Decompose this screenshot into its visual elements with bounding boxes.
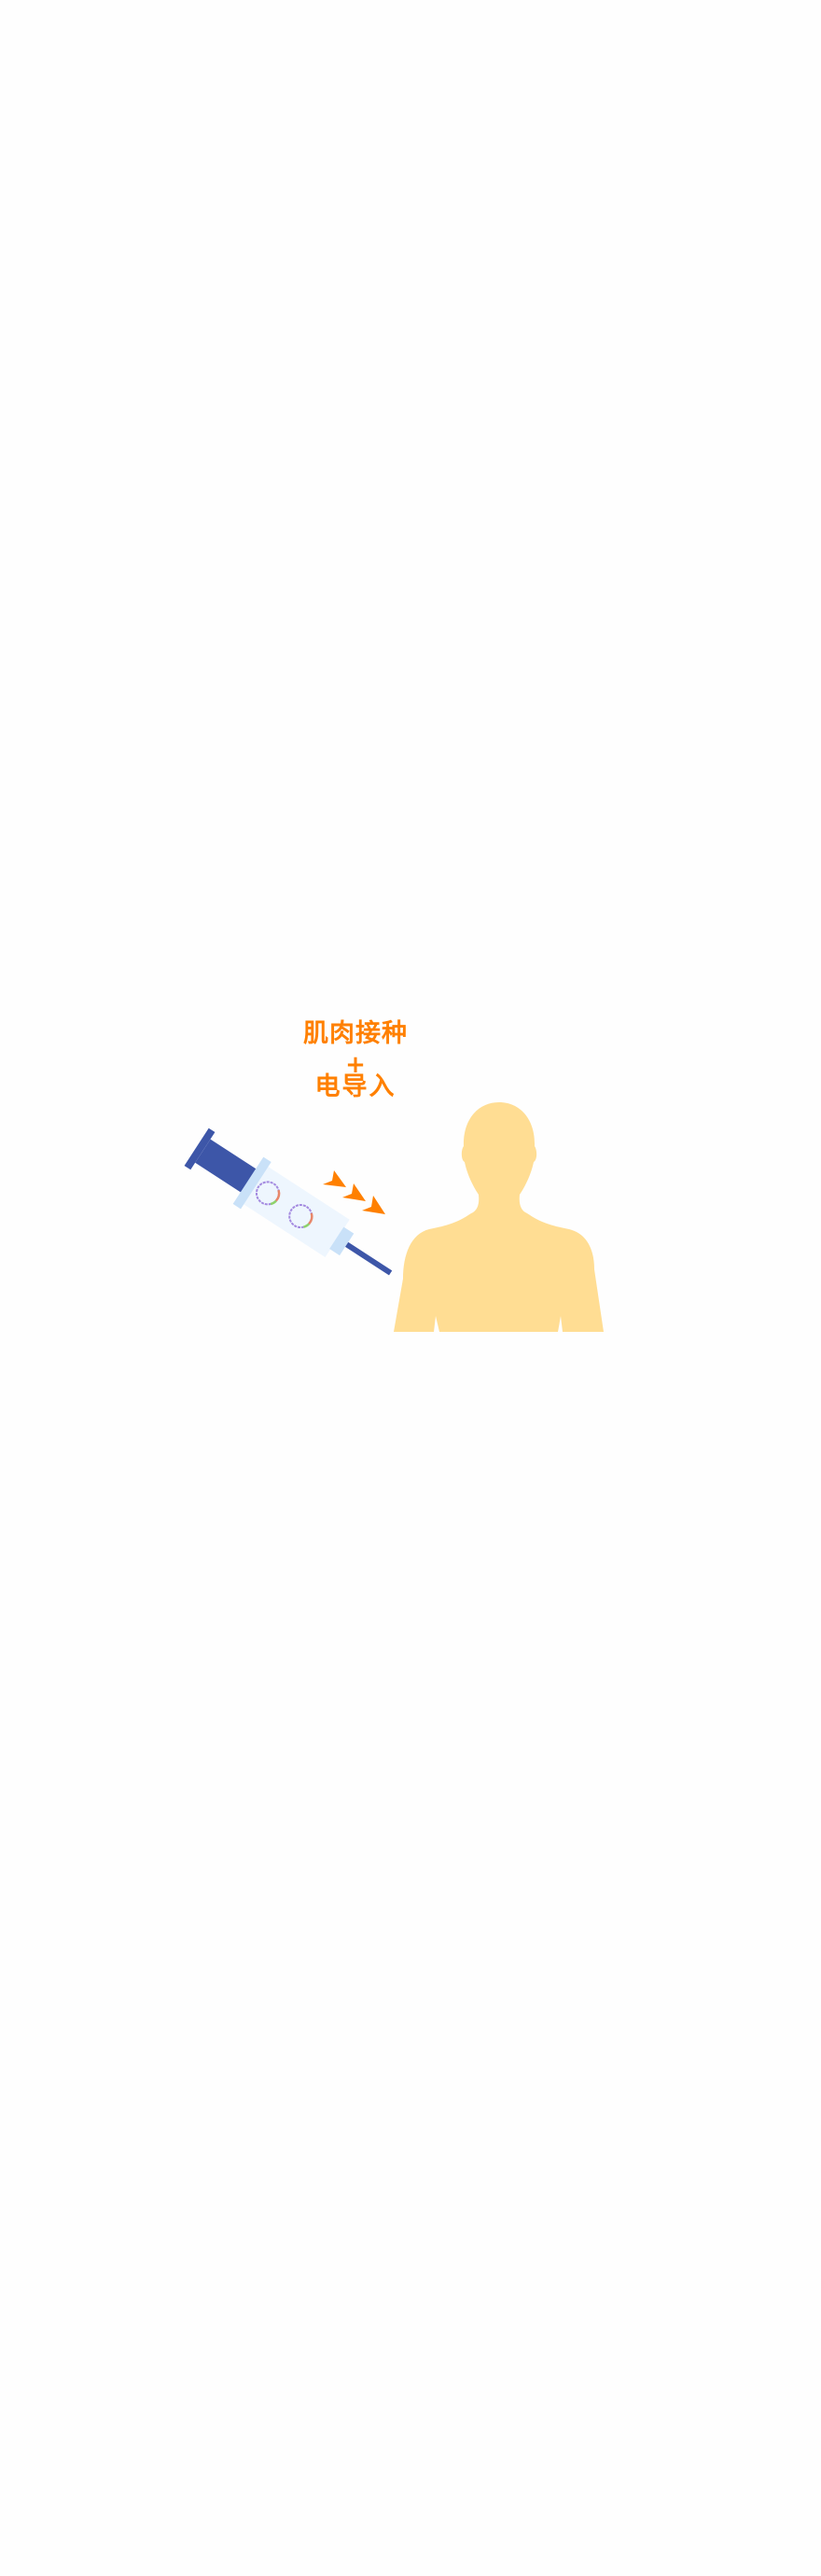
- arrow-icon: [342, 1183, 366, 1201]
- syringe-icon: [184, 1127, 393, 1276]
- plus-sign: +: [345, 1051, 366, 1079]
- syringe-barrel: [242, 1165, 350, 1257]
- plasmid-icon: [255, 1181, 281, 1206]
- arrow-icon: [362, 1196, 385, 1214]
- direction-arrows: [323, 1170, 385, 1214]
- plasmid-icon: [288, 1204, 313, 1229]
- needle: [345, 1241, 393, 1276]
- syringe-flange: [232, 1156, 271, 1210]
- method-label-muscle-injection: 肌肉接种: [303, 1019, 408, 1048]
- plunger-cap: [184, 1127, 216, 1170]
- syringe-nozzle: [329, 1226, 355, 1256]
- method-label-electroporation: 电导入: [314, 1072, 397, 1101]
- arrow-icon: [323, 1170, 346, 1187]
- person-silhouette: [394, 1102, 604, 1332]
- plunger-rod: [195, 1139, 257, 1194]
